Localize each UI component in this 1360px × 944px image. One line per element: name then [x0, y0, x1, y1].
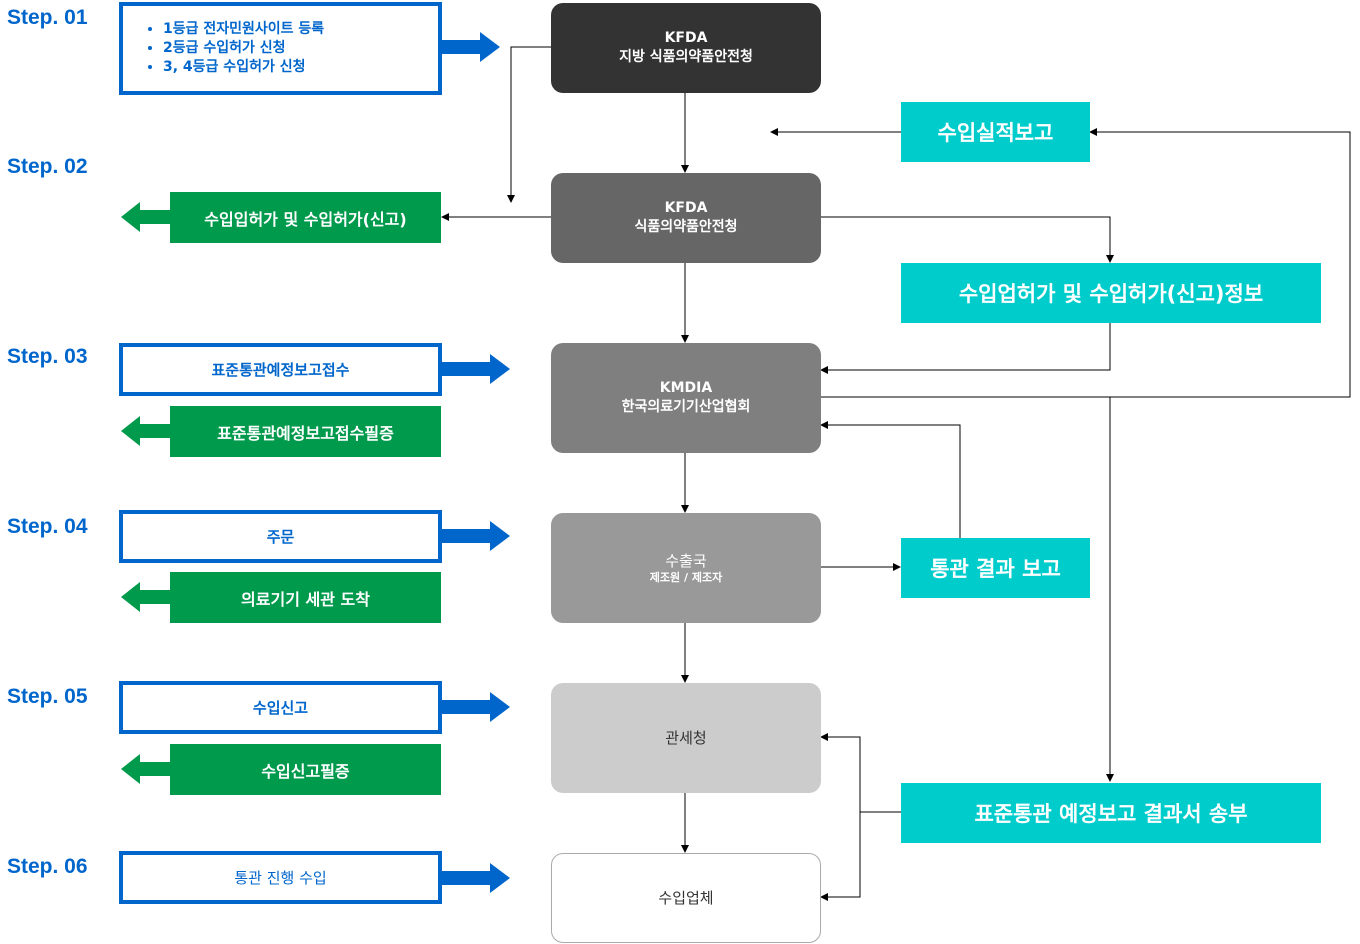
node-importer: 수입업체 — [551, 853, 821, 943]
step1-box: 1등급 전자민원사이트 등록2등급 수입허가 신청3, 4등급 수입허가 신청 — [119, 2, 442, 95]
node-title: KFDA — [664, 200, 708, 216]
node-title: 수출국 — [665, 551, 707, 570]
step4-result: 의료기기 세관 도착 — [170, 572, 441, 623]
step5-box: 수입신고 — [119, 681, 442, 734]
clearance-report-box: 통관 결과 보고 — [901, 538, 1090, 598]
step3-result: 표준통관예정보고접수필증 — [170, 406, 441, 457]
step-label: Step. 04 — [7, 515, 88, 538]
node-title: KMDIA — [659, 380, 713, 396]
step2-result: 수입입허가 및 수입허가(신고) — [170, 192, 441, 243]
step-label: Step. 05 — [7, 685, 88, 708]
step3-box: 표준통관예정보고접수 — [119, 343, 442, 396]
step6-box: 통관 진행 수입 — [119, 851, 442, 904]
node-kmdia: KMDIA 한국의료기기산업협회 — [551, 343, 821, 453]
node-title: 관세청 — [665, 728, 707, 747]
node-customs: 관세청 — [551, 683, 821, 793]
step1-item: 3, 4등급 수입허가 신청 — [163, 58, 438, 77]
license-info-box: 수입업허가 및 수입허가(신고)정보 — [901, 263, 1321, 323]
step-label: Step. 06 — [7, 855, 88, 878]
step1-item: 2등급 수입허가 신청 — [163, 39, 438, 58]
node-subtitle: 식품의약품안전청 — [634, 219, 738, 235]
node-subtitle: 제조원 / 제조자 — [649, 570, 723, 584]
green-arrows — [121, 202, 170, 784]
node-kfda: KFDA 식품의약품안전청 — [551, 173, 821, 263]
node-title: 수입업체 — [658, 888, 714, 907]
step4-box: 주문 — [119, 510, 442, 563]
result-sending-box: 표준통관 예정보고 결과서 송부 — [901, 783, 1321, 843]
node-kfda-regional: KFDA 지방 식품의약품안전청 — [551, 3, 821, 93]
step5-result: 수입신고필증 — [170, 744, 441, 795]
import-report-box: 수입실적보고 — [901, 102, 1090, 162]
step-label: Step. 03 — [7, 345, 88, 368]
step1-item: 1등급 전자민원사이트 등록 — [163, 20, 438, 39]
step-label: Step. 02 — [7, 155, 88, 178]
node-subtitle: 지방 식품의약품안전청 — [619, 49, 753, 65]
blue-arrows — [442, 32, 510, 893]
node-subtitle: 한국의료기기산업협회 — [621, 399, 751, 415]
step-label: Step. 01 — [7, 6, 88, 29]
node-title: KFDA — [664, 30, 708, 46]
